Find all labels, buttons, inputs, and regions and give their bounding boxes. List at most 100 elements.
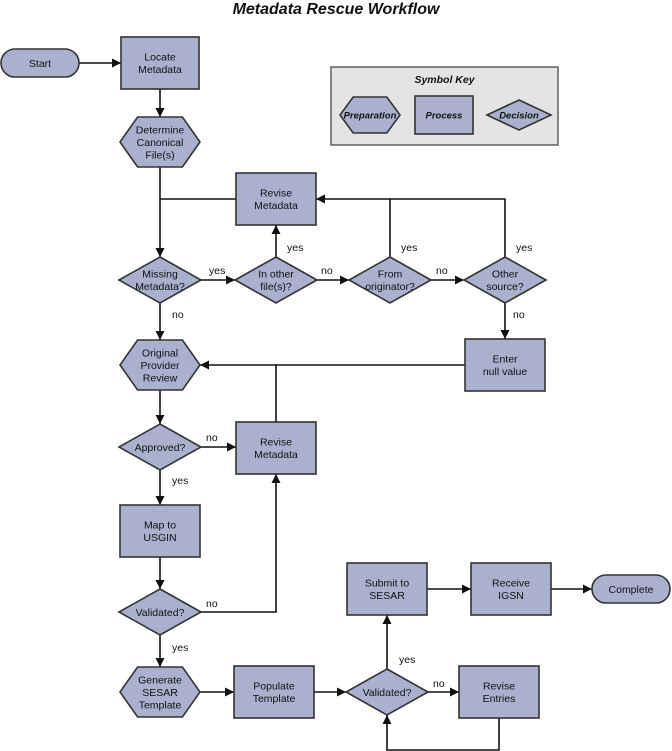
edge-label-no: no	[433, 678, 445, 690]
rect-shape	[458, 665, 540, 719]
node-validated2: Validated?	[344, 668, 430, 716]
node-label: Start	[29, 58, 51, 70]
hexagon-shape	[119, 339, 201, 391]
node-start: Start	[0, 48, 80, 78]
node-label: Generate	[138, 674, 182, 686]
edge-label-no: no	[513, 309, 525, 321]
node-label: Metadata?	[135, 281, 185, 293]
edge-label-no: no	[206, 432, 218, 444]
rect-shape	[233, 665, 315, 719]
node-label: Receive	[492, 578, 530, 590]
node-label: Validated?	[363, 687, 412, 699]
node-label: file(s)?	[260, 281, 292, 293]
node-label: Revise	[483, 681, 515, 693]
edges-layer	[79, 58, 592, 751]
rect-shape	[119, 504, 201, 558]
node-label: Submit to	[365, 578, 410, 590]
symbol-key-item-diamond: Decision	[485, 99, 553, 131]
symbol-key-item-rect: Process	[414, 95, 474, 135]
terminal-shape	[0, 48, 80, 78]
node-label: Canonical	[137, 137, 184, 149]
node-label: Populate	[253, 681, 295, 693]
node-label: Provider	[140, 360, 180, 372]
node-label: Map to	[144, 520, 176, 532]
rect-shape	[235, 421, 317, 475]
hexagon-shape	[119, 666, 201, 718]
hexagon-shape	[339, 96, 401, 134]
rect-shape	[470, 562, 552, 616]
node-label: Metadata	[254, 449, 298, 461]
node-label: IGSN	[498, 590, 524, 602]
symbol-key-label: Process	[426, 111, 463, 122]
diamond-shape	[117, 423, 203, 471]
node-label: Revise	[260, 437, 292, 449]
rect-shape	[414, 95, 474, 135]
node-label: Approved?	[135, 442, 186, 454]
node-validated1: Validated?	[117, 588, 203, 636]
diamond-shape	[485, 99, 553, 131]
diamond-shape	[117, 588, 203, 636]
node-label: Template	[253, 693, 296, 705]
symbol-key-label: Preparation	[344, 111, 397, 122]
diamond-shape	[344, 668, 430, 716]
edge-othersrc-to-revise1	[390, 198, 506, 257]
node-label: null value	[483, 366, 528, 378]
edge-label-yes: yes	[401, 242, 417, 254]
rect-shape	[235, 172, 317, 226]
node-label: Other	[492, 269, 519, 281]
edge-label-yes: yes	[516, 242, 532, 254]
node-label: Template	[139, 699, 182, 711]
rect-shape	[346, 562, 428, 616]
node-label: Metadata	[254, 200, 298, 212]
diamond-shape	[233, 256, 319, 304]
node-label: source?	[486, 281, 524, 293]
edge-validated1-to-revise2	[201, 474, 281, 613]
node-label: Determine	[136, 124, 185, 136]
symbol-key-item-hexagon: Preparation	[339, 96, 401, 134]
edge-label-yes: yes	[287, 242, 303, 254]
diamond-shape	[117, 256, 203, 304]
edge-label-no: no	[436, 265, 448, 277]
symbol-key: Symbol Key Preparation Process Decision	[330, 66, 559, 146]
symbol-key-title: Symbol Key	[414, 74, 475, 86]
node-label: Complete	[609, 584, 654, 596]
terminal-shape	[591, 574, 671, 604]
diagram-title: Metadata Rescue Workflow	[232, 1, 440, 18]
node-label: From	[378, 269, 403, 281]
edge-label-yes: yes	[399, 654, 415, 666]
rect-shape	[464, 338, 546, 392]
node-label: Review	[143, 372, 178, 384]
rect-shape	[120, 36, 200, 90]
node-label: File(s)	[145, 149, 174, 161]
edge-label-yes: yes	[209, 265, 225, 277]
node-label: Entries	[483, 693, 516, 705]
diamond-shape	[462, 256, 548, 304]
node-label: Revise	[260, 188, 292, 200]
node-label: Missing	[142, 269, 178, 281]
edge-label-yes: yes	[172, 475, 188, 487]
node-label: SESAR	[369, 590, 405, 602]
node-label: SESAR	[142, 687, 178, 699]
symbol-key-label: Decision	[499, 111, 539, 122]
edge-label-no: no	[206, 598, 218, 610]
node-label: Enter	[492, 354, 518, 366]
node-approved: Approved?	[117, 423, 203, 471]
node-label: Metadata	[138, 64, 182, 76]
